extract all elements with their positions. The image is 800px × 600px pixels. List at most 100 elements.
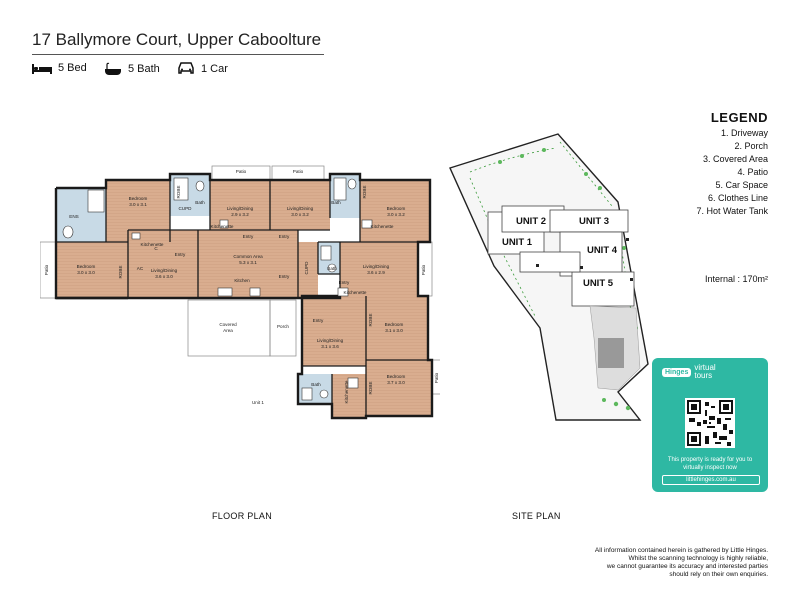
living-floor — [210, 180, 270, 230]
bedroom-floor — [366, 360, 432, 416]
sink-icon — [131, 232, 141, 240]
room-label: Entry — [313, 318, 324, 323]
room-dim: 3.0 x 3.0 — [77, 270, 95, 275]
room-label: Kitchenette — [344, 290, 367, 295]
room-label: C — [154, 246, 158, 251]
walls — [54, 172, 434, 420]
unit-label: UNIT 5 — [583, 278, 614, 289]
room-label: Common Area — [233, 254, 263, 259]
room-labels: Bedroom 3.0 x 3.1 ENS Bath CUPD Living/D… — [44, 169, 439, 405]
living-floor — [340, 242, 418, 296]
room-dim: 3.1 x 3.6 — [321, 344, 339, 349]
room-label: ROBE — [176, 185, 181, 198]
unit-label: UNIT 3 — [579, 216, 609, 227]
room-label: Patio — [434, 372, 439, 383]
shower-icon — [301, 387, 313, 401]
floor-plan: Bedroom 3.0 x 3.1 ENS Bath CUPD Living/D… — [40, 165, 440, 420]
room-label: Living/Dining — [287, 206, 314, 211]
legend-item: 1. Driveway — [720, 128, 768, 138]
legend-item: 7. Hot Water Tank — [696, 206, 768, 216]
legend-item: 5. Car Space — [715, 180, 768, 190]
room-label: Porch — [277, 324, 289, 329]
room-label: Patio — [421, 264, 426, 275]
disclaimer-line: should rely on their own enquiries. — [669, 571, 768, 578]
room-label: Bath — [195, 200, 205, 205]
bed-count: 5 Bed — [58, 62, 87, 74]
shower-icon — [87, 189, 105, 213]
car-space — [598, 338, 624, 368]
site-plan: UNIT 2 UNIT 3 UNIT 1 UNIT 4 UNIT 5 — [449, 133, 649, 421]
disclaimer-line: Whilst the scanning technology is highly… — [628, 555, 768, 562]
shower-icon — [320, 245, 332, 261]
room-label: Living/Dining — [227, 206, 254, 211]
title-divider — [32, 54, 324, 55]
shower-icon — [173, 177, 189, 201]
room-label: Bath — [311, 382, 321, 387]
room-label: Kitchen — [234, 278, 250, 283]
room-label: Living/Dining — [317, 338, 344, 343]
hall-floor — [298, 242, 318, 298]
common-floor — [198, 230, 298, 298]
room-label: Entry — [243, 234, 254, 239]
toilet-icon — [327, 263, 337, 273]
room-label: Entry — [279, 274, 290, 279]
room-label: Kitchenette — [211, 224, 234, 229]
sink-icon — [361, 219, 373, 229]
room-label: Bath — [327, 266, 337, 271]
room-label: Kitchenette — [371, 224, 394, 229]
car-feature: 1 Car — [177, 62, 228, 75]
legend-title: LEGEND — [710, 110, 768, 125]
floors — [56, 174, 432, 418]
room-label: CUPD — [178, 206, 192, 211]
sink-icon — [249, 287, 261, 297]
legend-item: 6. Clothes Line — [707, 193, 768, 203]
room-dim: 3.0 x 3.1 — [129, 202, 147, 207]
brand-name: Hinges — [662, 367, 692, 377]
room-label: ROBE — [368, 313, 373, 326]
room-dim: 2.9 x 3.2 — [231, 212, 249, 217]
bedroom-floor — [360, 180, 430, 242]
disclaimer: All information contained herein is gath… — [538, 547, 768, 579]
room-label: Kitchenette — [344, 380, 349, 403]
room-label: Covered — [219, 322, 237, 327]
site-plan-label: SITE PLAN — [512, 511, 561, 521]
bed-feature: 5 Bed — [32, 62, 87, 74]
hot-water-tanks — [536, 238, 633, 281]
room-label: ROBE — [368, 381, 373, 394]
room-dim: 5.3 x 3.1 — [239, 260, 257, 265]
page-title: 17 Ballymore Court, Upper Caboolture — [32, 30, 322, 49]
car-icon — [178, 62, 194, 74]
tour-url[interactable]: littlehinges.com.au — [662, 475, 760, 485]
toilet-icon — [347, 178, 357, 190]
room-label: Patio — [293, 169, 304, 174]
sink-icon — [219, 219, 229, 229]
qr-code[interactable] — [685, 398, 735, 448]
room-label: Patio — [236, 169, 247, 174]
shower-icon — [333, 177, 347, 201]
room-dim: 3.1 x 3.0 — [385, 328, 403, 333]
bath-count: 5 Bath — [128, 63, 160, 75]
living-floor — [128, 230, 198, 298]
legend-item: 3. Covered Area — [702, 154, 768, 164]
living-floor — [302, 296, 366, 366]
room-label: Bedroom — [385, 322, 404, 327]
toilet-icon — [319, 389, 329, 399]
bedroom-floor — [56, 242, 128, 298]
room-label: Entry — [175, 252, 186, 257]
legend-item: 2. Porch — [734, 141, 768, 151]
toilet-icon — [62, 225, 74, 239]
legend-item: 4. Patio — [737, 167, 768, 177]
bedroom-floor — [366, 296, 428, 360]
room-dim: 3.6 x 3.0 — [155, 274, 173, 279]
room-label: Unit 1 — [252, 400, 264, 405]
room-label: Patio — [44, 264, 49, 275]
room-label: ENS — [69, 214, 78, 219]
unit-blocks — [487, 205, 635, 307]
internal-area: Internal : 170m² — [704, 274, 768, 284]
room-dim: 3.0 x 3.2 — [291, 212, 309, 217]
room-label: Living/Dining — [151, 268, 178, 273]
sink-icon — [337, 287, 349, 297]
room-label: ROBE — [362, 185, 367, 198]
